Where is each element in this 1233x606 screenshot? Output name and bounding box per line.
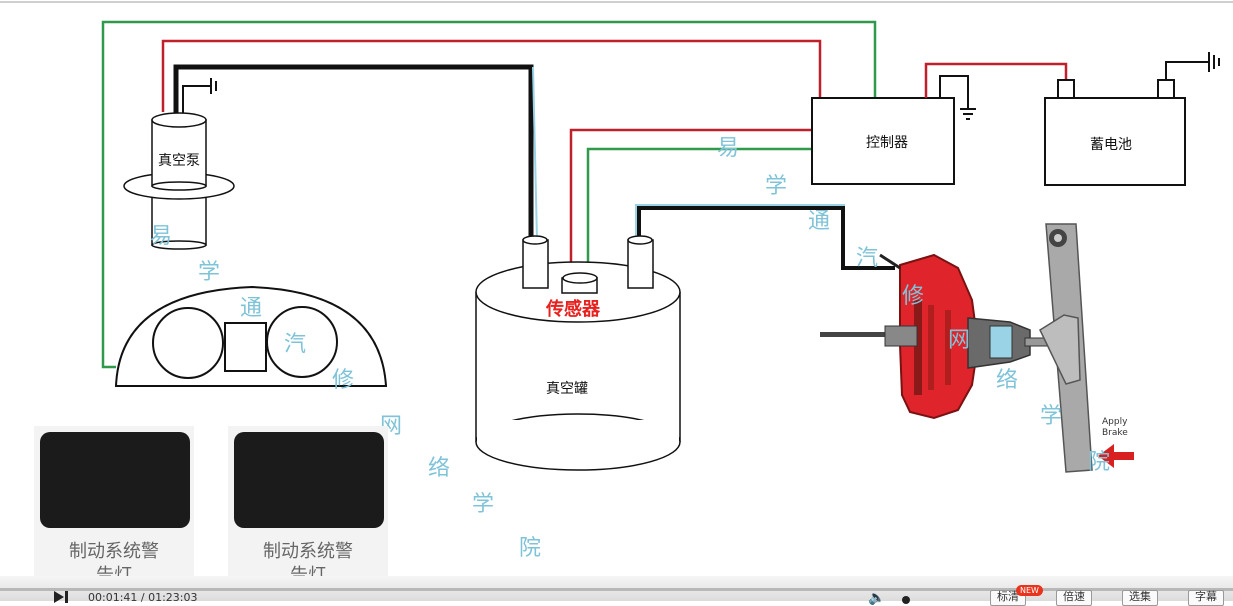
- watermark-char: 修: [902, 284, 925, 309]
- battery-label: 蓄电池: [1090, 137, 1132, 153]
- new-badge: NEW: [1016, 585, 1043, 596]
- lamp-caption-line1: 制动系统警: [263, 541, 353, 562]
- watermark-char: 易: [717, 136, 740, 161]
- black-hose-tank-booster: [637, 206, 895, 270]
- red-wire-sensor: [569, 128, 812, 278]
- controller-ground-wire: [939, 75, 969, 108]
- playback-time: 00:01:41 / 01:23:03: [88, 591, 198, 604]
- vacuum-pump-label: 真空泵: [158, 153, 200, 169]
- apply-brake-label-2: Brake: [1102, 428, 1128, 438]
- brake-warning-lamp-card: 制动系统警 告灯: [34, 426, 194, 594]
- vacuum-tank: [475, 235, 681, 471]
- watermark-char: 学: [1040, 404, 1063, 429]
- watermark-char: 网: [948, 328, 971, 353]
- parking-warning-lamp-card: 制动系统警 告灯: [228, 426, 388, 594]
- next-bar-icon[interactable]: [65, 591, 68, 603]
- watermark-char: 学: [198, 260, 221, 285]
- watermark-char: 络: [428, 456, 451, 481]
- watermark-char: 汽: [856, 246, 879, 271]
- battery: [1044, 52, 1220, 186]
- controller-box: [811, 97, 955, 185]
- episodes-button[interactable]: 选集: [1122, 590, 1158, 606]
- watermark-char: 易: [150, 224, 173, 249]
- volume-icon[interactable]: 🔈: [868, 590, 886, 606]
- vacuum-pump: [123, 112, 235, 250]
- pump-ground-wire: [182, 85, 210, 115]
- watermark-char: 学: [765, 174, 788, 199]
- vacuum-tank-label: 真空罐: [546, 381, 588, 397]
- green-wire-sensor: [586, 147, 812, 278]
- progress-track[interactable]: [0, 588, 1233, 591]
- black-hose-pump-tank: [173, 64, 534, 240]
- blue-hose-highlight: [532, 66, 538, 241]
- speed-button[interactable]: 倍速: [1056, 590, 1092, 606]
- lamp-caption-line1: 制动系统警: [69, 541, 159, 562]
- watermark-char: 通: [808, 209, 831, 234]
- watermark-char: 院: [1088, 450, 1111, 475]
- brake-pedal: [1039, 223, 1134, 473]
- brake-booster: [820, 253, 1056, 420]
- red-wire-pump: [161, 39, 822, 112]
- watermark-char: 汽: [284, 332, 307, 357]
- watermark-char: 络: [996, 368, 1019, 393]
- watermark-char: 学: [472, 492, 495, 517]
- lamp-face: [40, 432, 190, 528]
- sensor-label: 传感器: [546, 299, 600, 320]
- apply-brake-label-1: Apply: [1102, 417, 1128, 427]
- blue-hose-highlight-2: [635, 204, 845, 240]
- controller-label: 控制器: [866, 135, 908, 151]
- subtitle-button[interactable]: 字幕: [1188, 590, 1224, 606]
- green-wire-dashboard: [101, 20, 877, 369]
- watermark-char: 修: [332, 368, 355, 393]
- dashboard-cluster: [114, 285, 388, 387]
- volume-slider-knob[interactable]: [902, 596, 910, 604]
- next-icon[interactable]: [54, 591, 64, 603]
- watermark-char: 院: [519, 536, 542, 561]
- red-wire-battery: [924, 62, 1068, 98]
- lamp-face: [234, 432, 384, 528]
- watermark-char: 通: [240, 296, 263, 321]
